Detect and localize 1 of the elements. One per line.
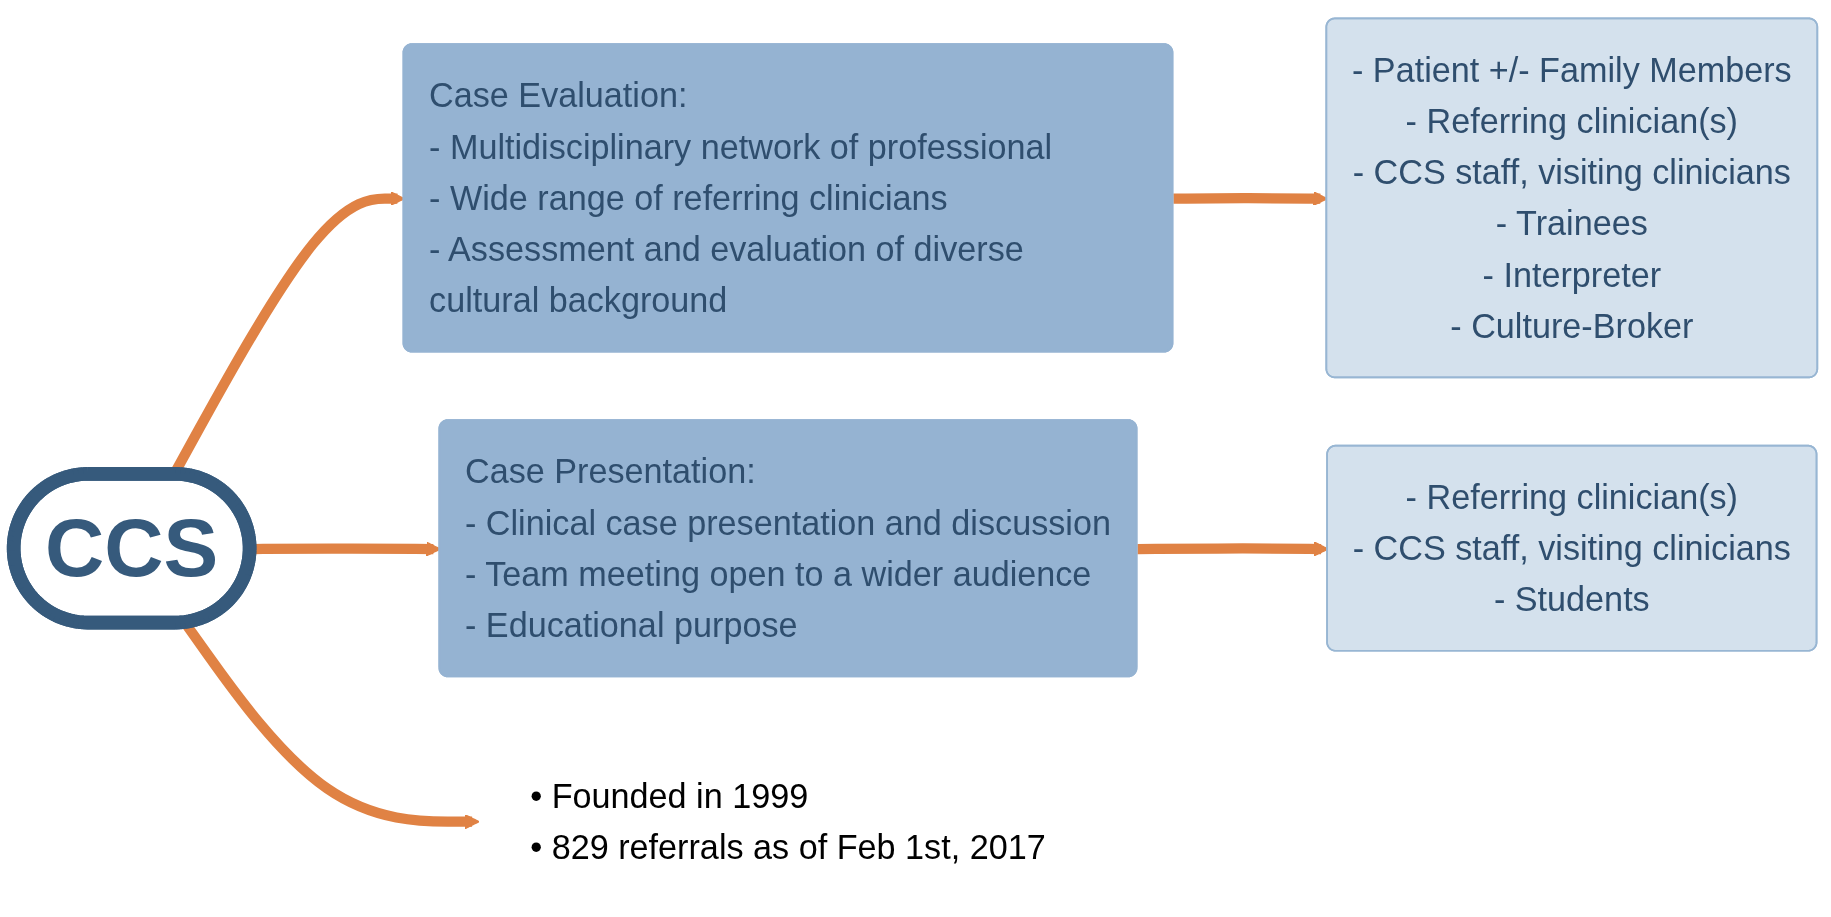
node-text: • Founded in 1999 • 829 referrals as of Feb 1st, 2017	[530, 777, 1046, 867]
